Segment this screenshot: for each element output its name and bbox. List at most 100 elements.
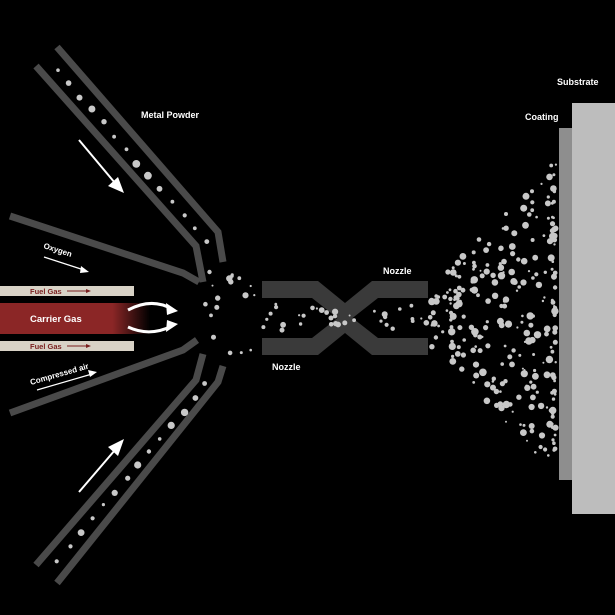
particle: [461, 314, 466, 319]
particle: [318, 307, 325, 313]
particle: [483, 268, 490, 275]
particle: [553, 305, 558, 310]
particle: [65, 80, 72, 86]
particle: [450, 269, 457, 276]
particle: [498, 322, 505, 329]
particle: [479, 368, 487, 377]
particle: [410, 319, 415, 323]
particle: [520, 320, 524, 324]
particle: [540, 182, 543, 185]
particle: [450, 339, 454, 344]
particle: [437, 324, 440, 328]
oxygen-label: Oxygen: [42, 241, 73, 259]
particle: [456, 285, 462, 291]
particle: [546, 238, 554, 245]
particle: [507, 354, 513, 360]
particle: [77, 529, 85, 536]
particle: [490, 272, 496, 278]
powder-flow-arrow-lower-head: [108, 439, 124, 456]
particle: [215, 295, 221, 301]
particle: [509, 251, 516, 257]
fuel-gas-top-label: Fuel Gas: [30, 287, 62, 296]
particle: [499, 303, 504, 309]
particle: [502, 296, 510, 303]
particle: [384, 322, 389, 327]
substrate-plate: [572, 103, 615, 514]
particle: [211, 334, 216, 340]
particle: [310, 305, 315, 311]
particle: [549, 163, 554, 168]
particle: [499, 381, 505, 387]
particle: [101, 119, 107, 125]
particle: [552, 312, 557, 318]
particle: [549, 345, 553, 349]
particle: [470, 279, 475, 284]
particle: [532, 353, 536, 356]
particle: [429, 344, 435, 350]
powder-flow-arrow-lower: [78, 449, 116, 493]
particle: [529, 380, 533, 384]
compressed-air-arrow: [36, 373, 93, 391]
particle: [554, 361, 557, 364]
compressed-air-channel-wall: [8, 337, 200, 417]
particle: [520, 204, 528, 212]
particle: [170, 199, 175, 204]
fuel-gas-bottom-arrow-head: [86, 344, 91, 348]
particle: [504, 320, 513, 328]
particle: [214, 304, 220, 310]
particle: [530, 208, 535, 213]
particle: [315, 307, 318, 310]
particle: [543, 296, 546, 299]
particle: [448, 296, 453, 302]
carrier-gas-band: [0, 303, 150, 334]
particle: [472, 361, 480, 368]
particle: [499, 390, 502, 393]
particle: [382, 314, 388, 320]
particle: [434, 336, 437, 339]
particle: [484, 381, 491, 388]
particle: [547, 454, 550, 457]
particle: [523, 340, 527, 343]
particle: [249, 348, 252, 352]
particle: [459, 366, 465, 372]
particle: [550, 267, 554, 271]
particle: [230, 274, 234, 278]
particle: [462, 338, 467, 342]
particle: [470, 347, 477, 354]
particle: [227, 350, 233, 356]
particle: [485, 298, 491, 304]
particle: [472, 381, 476, 384]
particle: [324, 310, 329, 315]
particle: [546, 173, 553, 181]
particle: [474, 345, 478, 348]
particle: [552, 325, 558, 331]
carrier-gas-arrow-upper-head: [166, 303, 178, 315]
particle: [237, 276, 242, 281]
particle: [516, 257, 521, 262]
particle: [446, 291, 449, 294]
particle: [228, 279, 234, 285]
particle: [551, 411, 555, 416]
particle: [528, 403, 535, 411]
particle: [505, 420, 507, 423]
particle: [551, 407, 556, 412]
particle: [546, 195, 550, 199]
particle: [490, 384, 496, 391]
particle: [552, 270, 558, 276]
particle: [517, 285, 521, 289]
particle: [76, 94, 83, 101]
substrate-label: Substrate: [557, 77, 599, 87]
particle: [132, 160, 141, 168]
particle: [192, 226, 197, 231]
particle: [550, 414, 555, 419]
carrier-gas-label: Carrier Gas: [30, 314, 82, 325]
particle: [373, 309, 376, 313]
particle: [546, 216, 550, 220]
particle: [547, 254, 555, 262]
particle: [542, 361, 545, 364]
particle: [472, 263, 477, 269]
particle: [537, 402, 545, 410]
particle: [551, 307, 559, 315]
particle: [454, 259, 461, 266]
particle: [476, 237, 482, 242]
